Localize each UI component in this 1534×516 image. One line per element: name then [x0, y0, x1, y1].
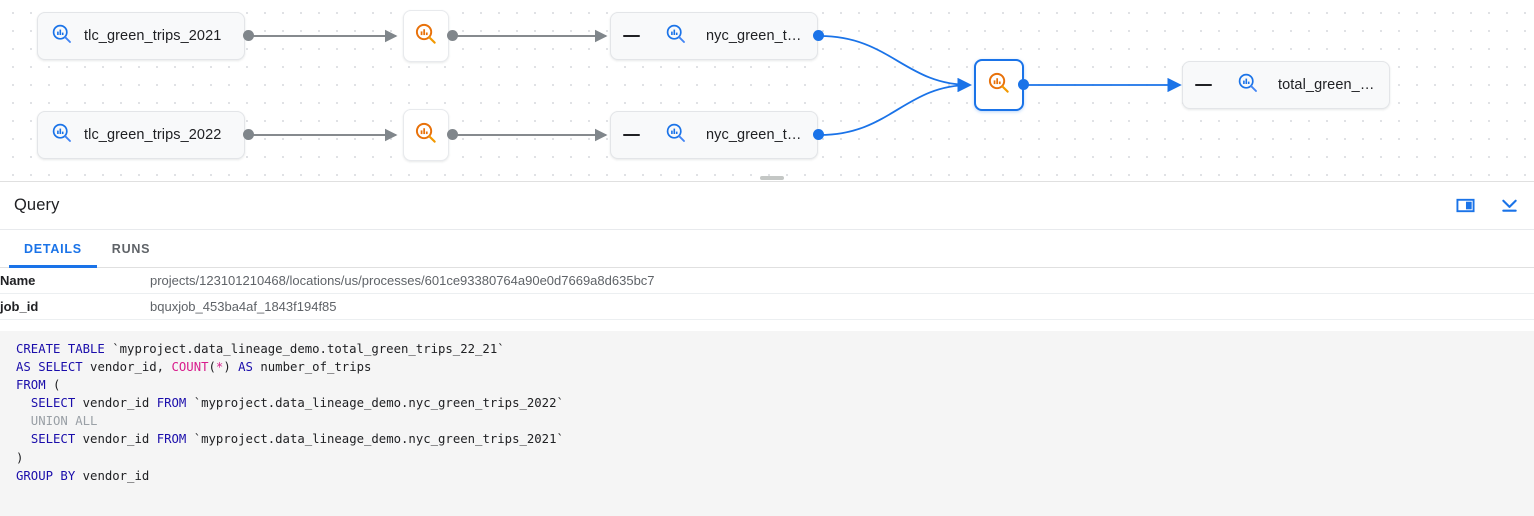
node-output-port[interactable]	[813, 129, 824, 140]
panel-title: Query	[14, 196, 60, 214]
process-search-icon	[986, 70, 1012, 101]
lineage-node-nyc-green-trips-2022[interactable]: nyc_green_trips…	[610, 111, 818, 159]
node-output-port[interactable]	[813, 30, 824, 41]
lineage-node-label: nyc_green_trips…	[706, 127, 805, 143]
sql-line: SELECT vendor_id FROM `myproject.data_li…	[30, 432, 564, 447]
sql-line: AS SELECT vendor_id, COUNT(*) AS number_…	[16, 360, 372, 375]
sql-line: UNION ALL	[16, 414, 98, 429]
node-output-port[interactable]	[447, 30, 458, 41]
sql-line: SELECT vendor_id FROM `myproject.data_li…	[30, 396, 564, 411]
collapse-panel-icon[interactable]	[1498, 195, 1520, 217]
table-row: job_id bquxjob_453ba4af_1843f194f85	[0, 294, 1534, 320]
node-output-port[interactable]	[243, 30, 254, 41]
sql-line: GROUP BY vendor_id	[16, 468, 150, 483]
detail-key: Name	[0, 273, 36, 288]
lineage-node-process-2021[interactable]	[403, 10, 449, 62]
detail-key: job_id	[0, 299, 39, 314]
lineage-node-label: total_green_trip…	[1278, 77, 1377, 93]
node-output-port[interactable]	[447, 129, 458, 140]
sql-line: CREATE TABLE `myproject.data_lineage_dem…	[16, 342, 505, 356]
table-search-icon	[664, 22, 688, 51]
node-output-port[interactable]	[243, 129, 254, 140]
lineage-graph-canvas[interactable]: tlc_green_trips_2021 nyc_gr	[0, 0, 1534, 181]
lineage-node-label: tlc_green_trips_2021	[84, 28, 222, 44]
node-output-port[interactable]	[1018, 79, 1029, 90]
collapse-node-icon[interactable]	[623, 133, 640, 137]
query-panel: Query DETAILS RUNS Name projects	[0, 181, 1534, 516]
detail-value: bquxjob_453ba4af_1843f194f85	[150, 299, 337, 314]
panel-header-actions	[1454, 195, 1520, 217]
tab-runs[interactable]: RUNS	[111, 241, 151, 256]
process-search-icon	[413, 21, 439, 52]
lineage-node-nyc-green-trips-2021[interactable]: nyc_green_trips…	[610, 12, 818, 60]
sql-code-block[interactable]: CREATE TABLE `myproject.data_lineage_dem…	[0, 331, 1534, 516]
lineage-node-process-2022[interactable]	[403, 109, 449, 161]
lineage-node-label: nyc_green_trips…	[706, 28, 805, 44]
collapse-node-icon[interactable]	[1195, 83, 1212, 87]
table-search-icon	[664, 121, 688, 150]
detail-value: projects/123101210468/locations/us/proce…	[150, 273, 655, 288]
collapse-node-icon[interactable]	[623, 34, 640, 38]
sql-line: )	[16, 450, 24, 465]
table-search-icon	[50, 121, 74, 150]
table-search-icon	[50, 22, 74, 51]
lineage-node-tlc-green-trips-2022[interactable]: tlc_green_trips_2022	[37, 111, 245, 159]
tab-details[interactable]: DETAILS	[9, 230, 97, 268]
query-details-table: Name projects/123101210468/locations/us/…	[0, 268, 1534, 320]
query-panel-header: Query	[0, 182, 1534, 230]
lineage-node-tlc-green-trips-2021[interactable]: tlc_green_trips_2021	[37, 12, 245, 60]
table-row: Name projects/123101210468/locations/us/…	[0, 268, 1534, 294]
table-search-icon	[1236, 71, 1260, 100]
process-search-icon	[413, 120, 439, 151]
lineage-node-label: tlc_green_trips_2022	[84, 127, 222, 143]
split-panel-icon[interactable]	[1454, 195, 1476, 217]
lineage-node-total-green-trips[interactable]: total_green_trip…	[1182, 61, 1390, 109]
sql-line: FROM (	[16, 378, 61, 393]
panel-resize-handle[interactable]	[760, 176, 784, 180]
query-panel-tabs: DETAILS RUNS	[0, 230, 1534, 268]
lineage-node-process-union-selected[interactable]	[974, 59, 1024, 111]
